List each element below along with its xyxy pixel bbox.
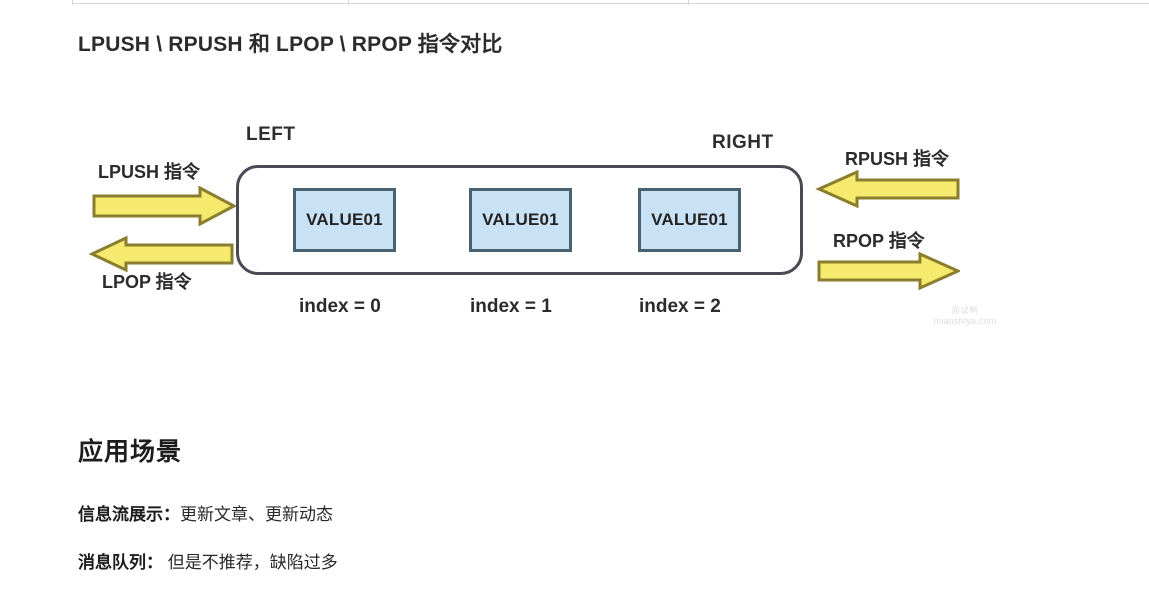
value-box: VALUE01 xyxy=(293,188,396,252)
lpop-label: LPOP 指令 xyxy=(102,272,192,292)
right-end-label: RIGHT xyxy=(712,132,774,153)
list-item-term: 信息流展示： xyxy=(78,505,180,524)
lpush-label: LPUSH 指令 xyxy=(98,162,201,182)
rpop-arrow-right-icon xyxy=(817,252,960,290)
value-box: VALUE01 xyxy=(469,188,572,252)
watermark-cn: 面试鸭 xyxy=(951,306,979,315)
lpop-arrow-left-icon xyxy=(88,236,234,272)
list-item-term: 消息队列： xyxy=(78,553,163,572)
value-box: VALUE01 xyxy=(638,188,741,252)
rpush-label: RPUSH 指令 xyxy=(845,149,950,169)
top-table-rule xyxy=(0,0,1149,6)
index-label: index = 0 xyxy=(299,296,381,317)
watermark-en: mianshiya.com xyxy=(933,316,997,326)
list-item: 信息流展示：更新文章、更新动态 xyxy=(78,500,333,525)
section-heading: 应用场景 xyxy=(78,438,183,466)
watermark: 面试鸭 mianshiya.com xyxy=(925,306,1005,327)
page-title: LPUSH \ RPUSH 和 LPOP \ RPOP 指令对比 xyxy=(78,33,503,56)
left-end-label: LEFT xyxy=(246,124,296,145)
rpush-arrow-left-icon xyxy=(815,170,960,208)
index-label: index = 1 xyxy=(470,296,552,317)
list-item: 消息队列： 但是不推荐，缺陷过多 xyxy=(78,548,338,573)
index-label: index = 2 xyxy=(639,296,721,317)
list-item-desc: 更新文章、更新动态 xyxy=(180,505,333,524)
list-item-desc: 但是不推荐，缺陷过多 xyxy=(163,553,338,572)
rpop-label: RPOP 指令 xyxy=(833,231,925,251)
lpush-arrow-right-icon xyxy=(92,186,236,226)
list-structure-diagram: LEFT RIGHT VALUE01 VALUE01 VALUE01 index… xyxy=(0,100,1149,360)
